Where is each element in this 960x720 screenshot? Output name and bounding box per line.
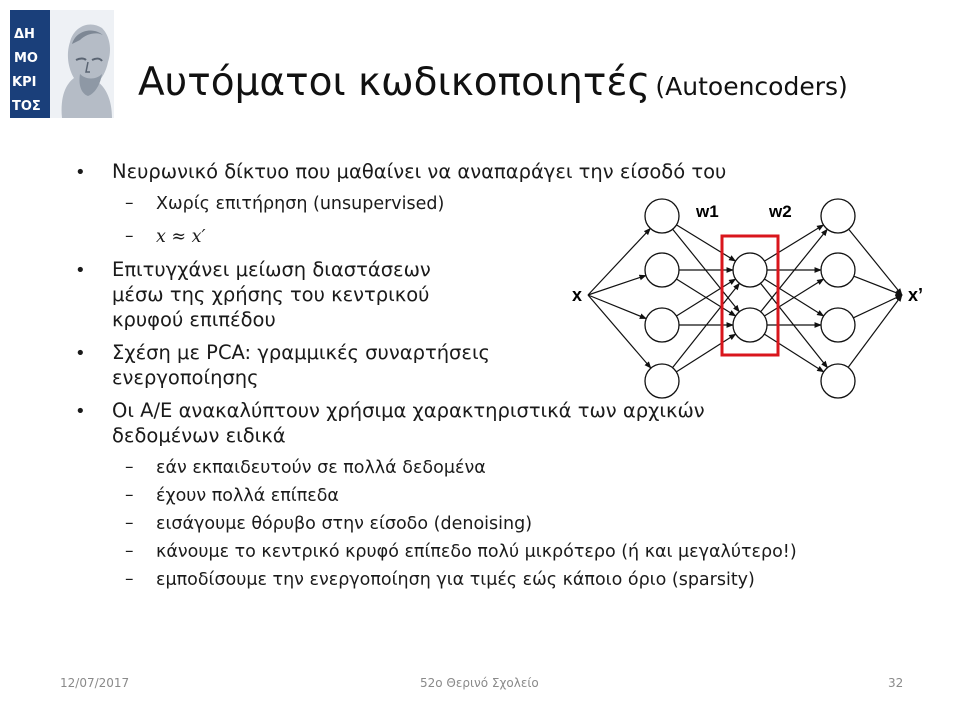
- footer-page-number: 32: [888, 676, 904, 690]
- dash-marker: –: [125, 541, 134, 561]
- connection-arrow: [676, 278, 737, 317]
- input-neuron: [644, 198, 680, 234]
- connection-arrow: [764, 333, 825, 373]
- weight-label-w2: w2: [768, 202, 792, 221]
- bullet-text-cont: κρυφού επιπέδου: [112, 308, 276, 331]
- output-arrow: [847, 294, 903, 368]
- slide-body: • Νευρωνικό δίκτυο που μαθαίνει να αναπα…: [75, 160, 797, 590]
- input-neuron: [644, 363, 680, 399]
- output-arrow: [853, 275, 903, 296]
- input-arrow: [587, 294, 647, 320]
- hidden-neuron: [732, 252, 768, 288]
- connection-arrow: [672, 282, 740, 369]
- bullet-text-cont: μέσω της χρήσης του κεντρικού: [112, 283, 430, 306]
- dash-marker: –: [125, 513, 134, 533]
- sub-bullet-text: κάνουμε το κεντρικό κρυφό επίπεδο πολύ μ…: [156, 542, 797, 562]
- bullet-marker: •: [75, 260, 86, 281]
- footer-date: 12/07/2017: [60, 676, 130, 690]
- input-arrow: [587, 227, 651, 296]
- connection-arrow: [760, 228, 828, 313]
- input-arrow: [587, 294, 652, 369]
- output-arrow: [848, 228, 903, 296]
- output-label: x’: [908, 285, 923, 305]
- connection-arrow: [676, 224, 737, 262]
- sub-bullet-text: έχουν πολλά επίπεδα: [156, 486, 339, 506]
- sub-bullet-math: x ≈ x′: [156, 227, 206, 247]
- bullet-text: Οι Α/Ε ανακαλύπτουν χρήσιμα χαρακτηριστι…: [112, 399, 705, 422]
- bullet-marker: •: [75, 162, 86, 183]
- output-neuron: [820, 252, 856, 288]
- logo-letters-1: ΔΗ: [14, 27, 35, 42]
- demokritos-logo: ΔΗ ΜΟ ΚΡΙ ΤΟΣ: [10, 10, 114, 118]
- logo-letters-3: ΚΡΙ: [12, 75, 36, 90]
- dash-marker: –: [125, 226, 134, 246]
- bullet-marker: •: [75, 401, 86, 422]
- autoencoder-diagram: x x’ w1 w2: [560, 185, 960, 410]
- output-neuron: [820, 363, 856, 399]
- input-label: x: [572, 285, 582, 305]
- footer-event: 52ο Θερινό Σχολείο: [420, 676, 539, 690]
- connection-arrow: [764, 224, 825, 262]
- title-suffix: (Autoencoders): [655, 72, 848, 101]
- slide-title: Αυτόματοι κωδικοποιητές (Autoencoders): [138, 60, 848, 105]
- dash-marker: –: [125, 193, 134, 213]
- connection-arrow: [676, 333, 737, 373]
- demokritos-bust-icon: ΔΗ ΜΟ ΚΡΙ ΤΟΣ: [10, 10, 114, 118]
- connection-arrow: [764, 278, 825, 317]
- output-neuron: [820, 307, 856, 343]
- bullet-text-cont: δεδομένων ειδικά: [112, 424, 286, 447]
- logo-letters-2: ΜΟ: [14, 51, 38, 66]
- input-neuron: [644, 252, 680, 288]
- sub-bullet-text: εισάγουμε θόρυβο στην είσοδο (denoising): [156, 514, 533, 534]
- bullet-text-cont: ενεργοποίησης: [112, 366, 259, 389]
- hidden-neuron: [732, 307, 768, 343]
- bullet-text: Σχέση με PCA: γραμμικές συναρτήσεις: [112, 341, 490, 364]
- bullet-text: Επιτυγχάνει μείωση διαστάσεων: [112, 258, 431, 281]
- hidden-layer-highlight: [720, 234, 780, 357]
- input-arrow: [587, 274, 647, 296]
- dash-marker: –: [125, 485, 134, 505]
- weight-label-w1: w1: [695, 202, 719, 221]
- dash-marker: –: [125, 569, 134, 589]
- logo-letters-4: ΤΟΣ: [12, 99, 41, 114]
- dash-marker: –: [125, 457, 134, 477]
- bullet-marker: •: [75, 343, 86, 364]
- output-arrow: [853, 294, 903, 319]
- sub-bullet-text: Χωρίς επιτήρηση (unsupervised): [156, 194, 445, 214]
- sub-bullet-text: εάν εκπαιδευτούν σε πολλά δεδομένα: [156, 458, 486, 478]
- output-neuron: [820, 198, 856, 234]
- bullet-text: Νευρωνικό δίκτυο που μαθαίνει να αναπαρά…: [112, 160, 727, 183]
- title-main: Αυτόματοι κωδικοποιητές: [138, 60, 651, 105]
- autoencoder-network-svg: x x’ w1 w2: [572, 198, 923, 399]
- input-neuron: [644, 307, 680, 343]
- sub-bullet-text: εμποδίσουμε την ενεργοποίηση για τιμές ε…: [156, 570, 755, 590]
